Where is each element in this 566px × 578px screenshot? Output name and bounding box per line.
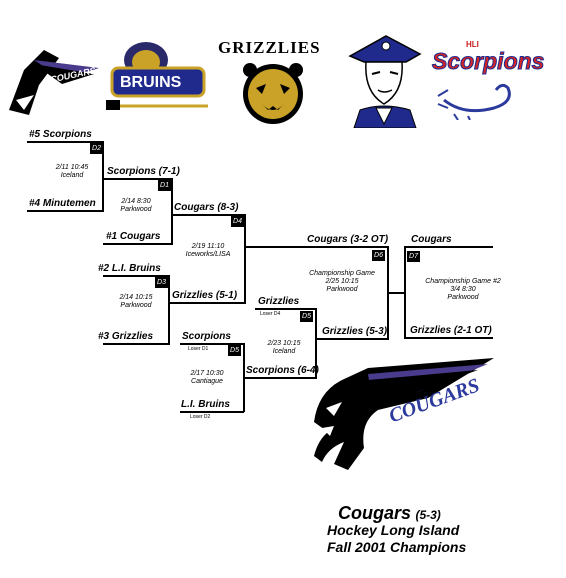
scorpions-logo: HLI Scorpions: [428, 36, 552, 122]
bracket-line: [388, 292, 405, 294]
bracket-line: [255, 308, 317, 310]
d3-bottom-team: #3 Grizzlies: [98, 331, 154, 342]
bracket-line: [245, 246, 388, 248]
game-box-d8: D7: [407, 251, 420, 262]
bracket-line: [103, 275, 170, 277]
champion-record: (5-3): [415, 508, 441, 522]
cougars-logo: COUGARS: [4, 40, 104, 120]
d7-top-team: Cougars (3-2 OT): [307, 234, 389, 245]
d2-bottom-team: #4 Minutemen: [29, 198, 96, 209]
d6-bottom-team: Scorpions (6-4): [246, 365, 319, 376]
game-box-d1: D1: [158, 180, 171, 191]
minutemen-logo: [346, 32, 424, 129]
champion-title: Cougars (5-3): [338, 503, 441, 524]
d2-top-team: #5 Scorpions: [29, 129, 92, 140]
d8-top-team: Cougars: [411, 234, 452, 245]
champion-league: Hockey Long Island: [327, 522, 460, 538]
d8-bottom-team: Grizzlies (2-1 OT): [410, 325, 492, 336]
bracket-line: [103, 343, 170, 345]
bracket-line: [404, 246, 406, 338]
bracket-line: [315, 308, 317, 379]
bracket-line: [244, 214, 246, 304]
d5-bottom-note: Loser D2: [190, 414, 211, 420]
d4-bottom-team: Grizzlies (5-1): [172, 290, 238, 301]
bracket-line: [169, 302, 245, 304]
d5-top-note: Loser D1: [188, 346, 209, 352]
d4-top-team: Cougars (8-3): [174, 202, 239, 213]
champion-team: Cougars: [338, 503, 412, 523]
bracket-line: [180, 343, 244, 345]
bracket-line: [102, 141, 104, 211]
grizzlies-wordmark: GRIZZLIES: [218, 38, 321, 57]
bruins-logo: BRUINS: [104, 38, 212, 120]
d6-top-note: Loser D4: [260, 311, 281, 317]
bracket-line: [244, 377, 317, 379]
game-box-d5: D5: [228, 345, 241, 356]
champion-season: Fall 2001 Champions: [327, 539, 467, 555]
bracket-line: [103, 178, 173, 180]
d6-top-team: Grizzlies: [258, 296, 300, 307]
d1-bottom-team: #1 Cougars: [106, 231, 161, 242]
game-box-d4: D4: [231, 216, 244, 227]
bracket-line: [404, 337, 493, 339]
bracket-line: [168, 275, 170, 344]
bracket-line: [404, 246, 493, 248]
bracket-line: [171, 178, 173, 244]
game-box-d2: D2: [90, 143, 103, 154]
d1-top-team: Scorpions (7-1): [107, 166, 180, 177]
game-box-d7: D6: [372, 250, 385, 261]
d5-top-team: Scorpions: [182, 331, 231, 342]
game-box-d6: D5: [300, 311, 313, 322]
grizzlies-logo: GRIZZLIES: [214, 36, 334, 126]
bracket-line: [27, 141, 103, 143]
bruins-wordmark: BRUINS: [120, 74, 182, 91]
scorpions-prefix: HLI: [466, 40, 479, 49]
bracket-line: [316, 338, 389, 340]
d5-bottom-team: L.I. Bruins: [181, 399, 230, 410]
bracket-line: [103, 243, 173, 245]
d7-bottom-team: Grizzlies (5-3): [322, 326, 388, 337]
bracket-line: [172, 214, 246, 216]
bracket-line: [27, 210, 104, 212]
scorpions-wordmark: Scorpions: [431, 48, 545, 75]
bracket-line: [180, 411, 244, 413]
d3-top-team: #2 L.I. Bruins: [98, 263, 161, 274]
champion-cougars-logo: COUGARS: [308, 352, 500, 470]
game-box-d3: D3: [155, 277, 168, 288]
